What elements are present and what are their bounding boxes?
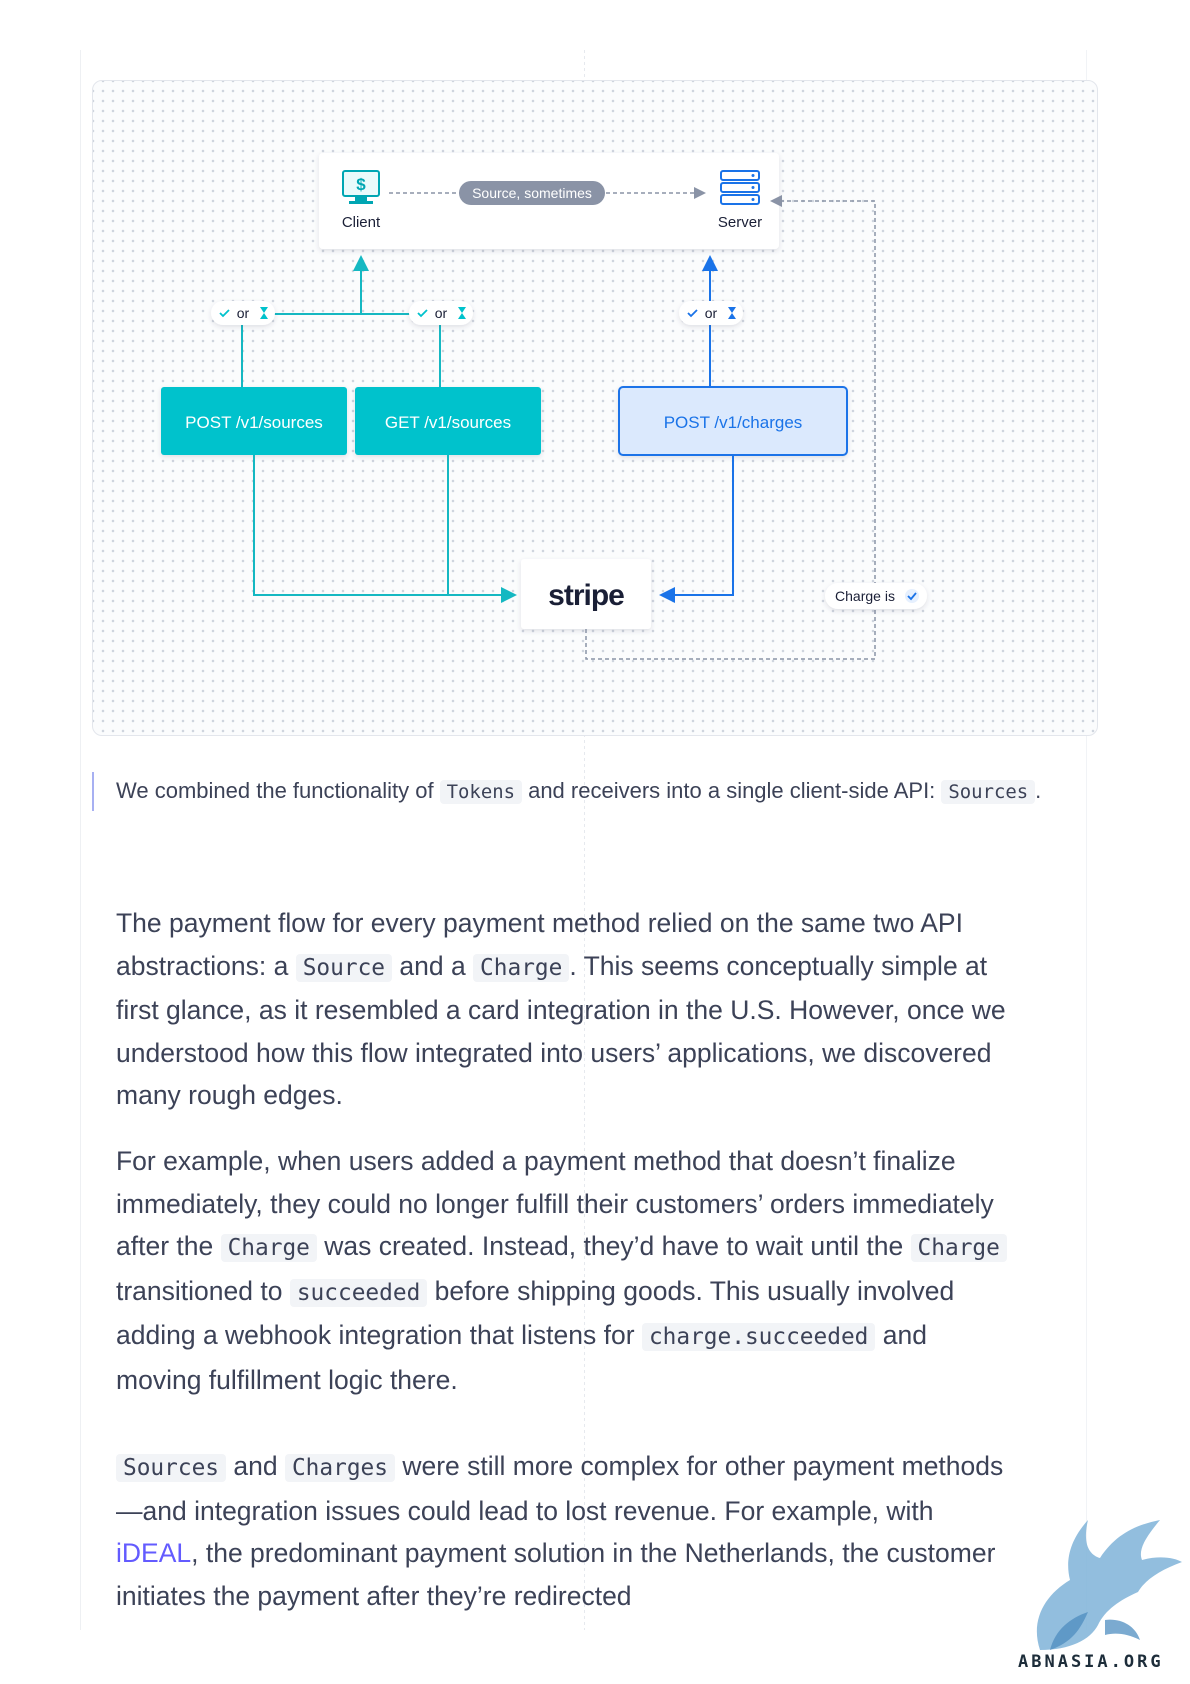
hourglass-icon	[260, 307, 268, 319]
post-sources-label: POST /v1/sources	[185, 413, 323, 432]
code-charges: Charges	[284, 1454, 395, 1482]
right-guide-line	[1086, 50, 1087, 1630]
watermark-text: ABNASIA.ORG	[1018, 1652, 1164, 1672]
code-sources: Sources	[116, 1454, 227, 1482]
server-stack-icon	[720, 170, 760, 205]
svg-text:Charge is: Charge is	[835, 588, 895, 604]
post-sources-to-client-line	[241, 255, 369, 387]
code-succeeded: succeeded	[289, 1278, 428, 1307]
check-icon	[219, 309, 230, 318]
hourglass-icon	[458, 307, 466, 319]
code-charge: Charge	[473, 953, 570, 982]
client-label: Client	[342, 214, 381, 231]
left-guide-line	[80, 50, 81, 1630]
charges-to-stripe-line	[659, 455, 734, 603]
code-charge-succeeded: charge.succeeded	[641, 1323, 876, 1351]
center-guide-line	[584, 50, 585, 1630]
code-sources: Sources	[941, 780, 1036, 804]
webhook-dashed-loop	[585, 195, 876, 660]
svg-text:or: or	[435, 305, 448, 321]
get-sources-label: GET /v1/sources	[385, 413, 511, 432]
diagram-canvas: $ Client Server Source, sometimes or	[161, 153, 927, 660]
check-icon	[907, 592, 917, 601]
svg-text:or: or	[237, 305, 250, 321]
code-charge: Charge	[220, 1234, 317, 1262]
post-sources-to-stripe-line	[253, 455, 517, 603]
check-icon	[417, 309, 428, 318]
charge-is-badge: Charge is	[825, 583, 927, 609]
server-label: Server	[718, 214, 762, 231]
stripe-logo: stripe	[548, 579, 624, 612]
payment-flow-diagram: $ Client Server Source, sometimes or	[92, 80, 1098, 736]
svg-text:or: or	[705, 305, 718, 321]
client-monitor-icon: $	[342, 170, 380, 204]
figure-caption: We combined the functionality of Tokens …	[92, 772, 1056, 811]
hourglass-icon	[728, 307, 736, 319]
or-badge-post-sources: or	[211, 301, 275, 325]
code-tokens: Tokens	[439, 780, 522, 804]
or-badge-post-charges: or	[679, 301, 743, 325]
svg-text:$: $	[356, 175, 366, 194]
source-sometimes-pill	[459, 181, 605, 205]
post-charges-label: POST /v1/charges	[664, 413, 803, 432]
get-sources-box	[355, 387, 541, 455]
source-sometimes-label: Source, sometimes	[472, 185, 592, 201]
stripe-box	[521, 559, 651, 629]
code-charge: Charge	[910, 1234, 1007, 1262]
check-icon	[687, 309, 698, 318]
paragraph-sources-charges: Sources and Charges were still more comp…	[116, 1451, 1004, 1611]
paragraph-example: For example, when users added a payment …	[116, 1140, 1016, 1401]
paragraph-payment-flow: The payment flow for every payment metho…	[116, 908, 1006, 1110]
or-badge-get-sources: or	[409, 301, 473, 325]
code-source: Source	[295, 953, 392, 982]
post-sources-box	[161, 387, 347, 455]
ideal-link[interactable]: iDEAL	[116, 1538, 192, 1568]
griffin-watermark-icon	[1036, 1520, 1182, 1650]
